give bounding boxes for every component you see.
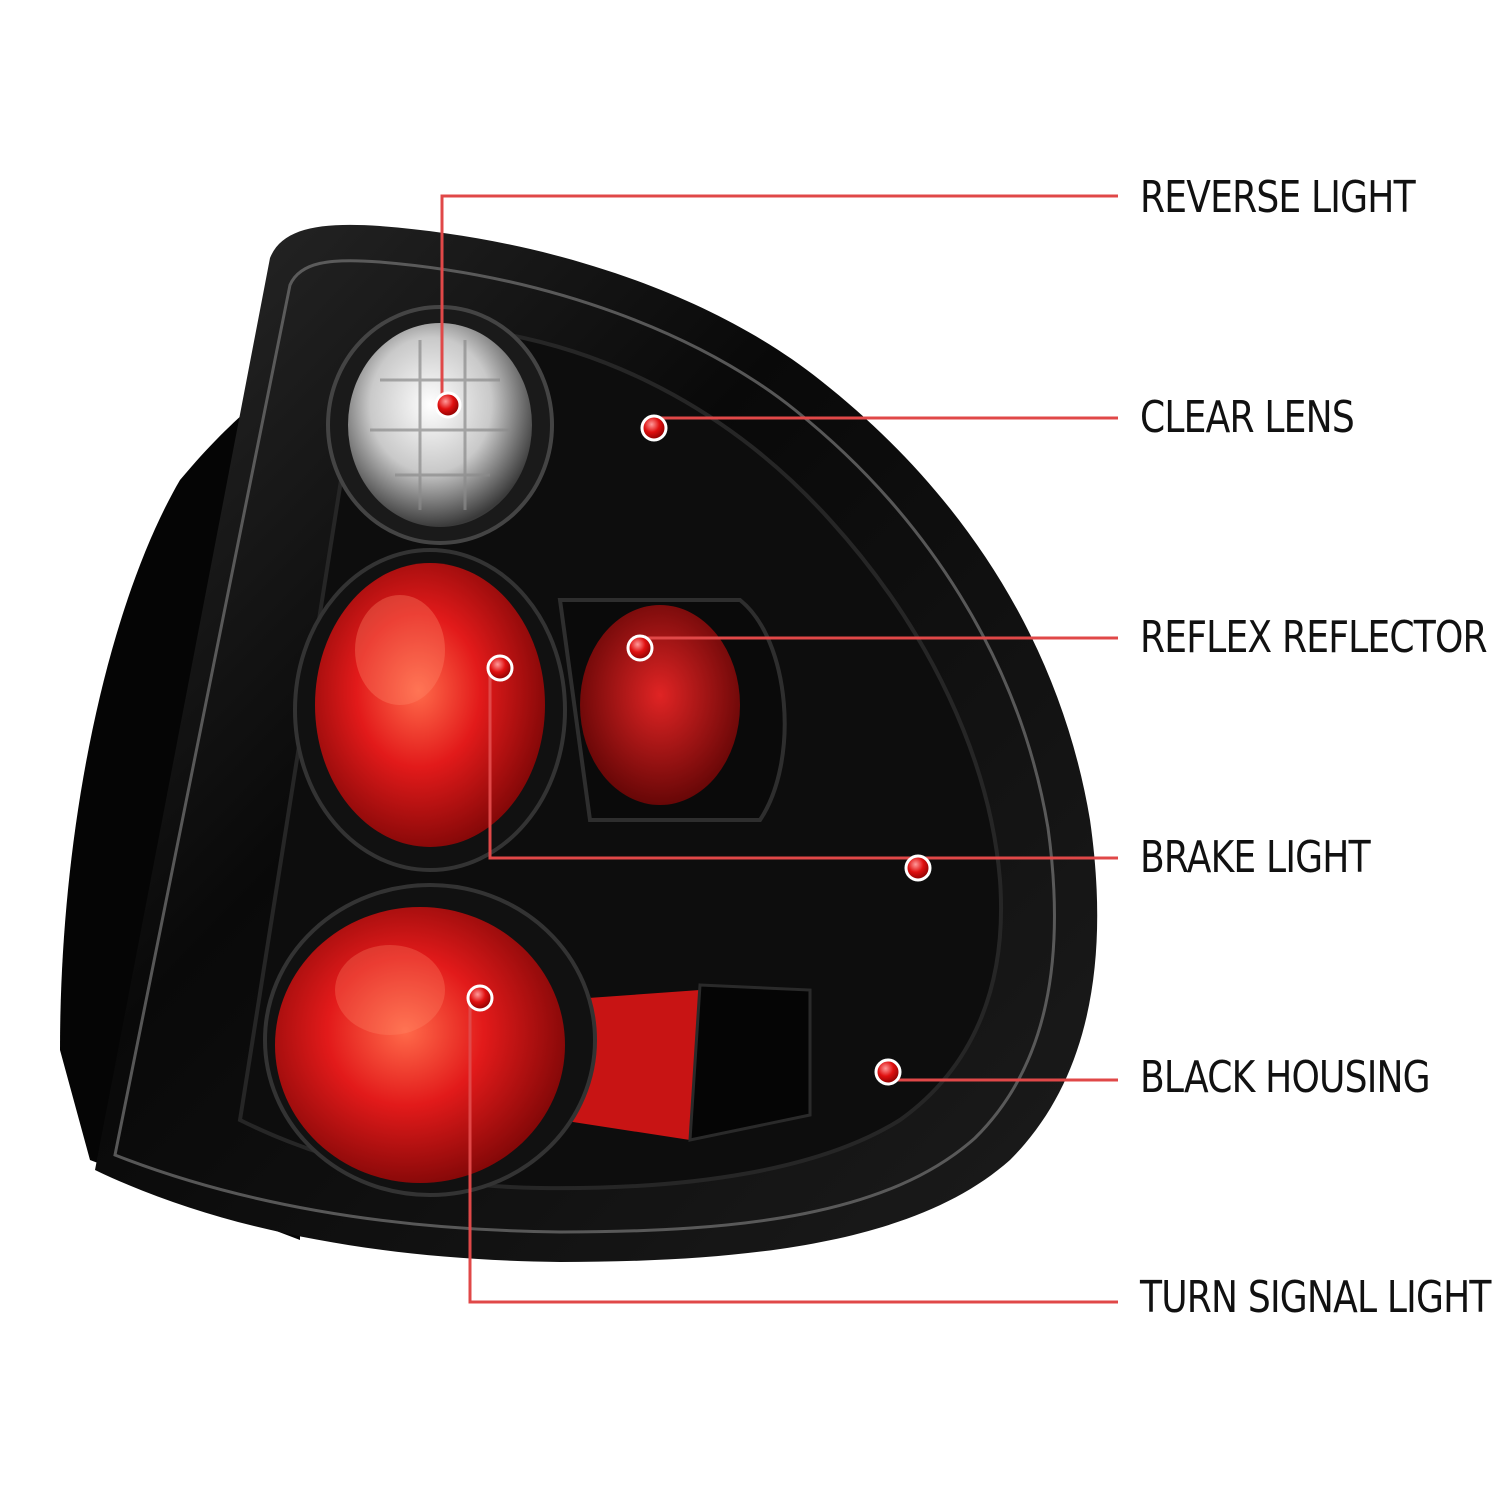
turn-signal-light-label: TURN SIGNAL LIGHT <box>1140 1272 1491 1323</box>
leader-lines <box>440 194 1118 1304</box>
clear-lens-dot <box>640 414 668 442</box>
brake-light-highlight <box>355 595 445 705</box>
turn-signal-glass <box>275 907 565 1183</box>
turn-signal-highlight <box>335 945 445 1035</box>
brake-light-dot <box>486 654 514 682</box>
reflex-reflector-lens <box>557 598 787 822</box>
reflex-reflector-label: REFLEX REFLECTOR <box>1140 612 1488 663</box>
black-housing-dot <box>874 1058 902 1086</box>
brake-light-leader <box>488 675 1118 860</box>
reverse-light-glass <box>348 323 532 527</box>
housing-inner-edge <box>113 259 1056 1234</box>
turn-signal-reflector-cone <box>560 990 713 1140</box>
reverse-light-facets <box>370 340 510 510</box>
reverse-light-label: REVERSE LIGHT <box>1140 172 1416 223</box>
brake-light-label: BRAKE LIGHT <box>1140 832 1371 883</box>
brake-light-glass <box>315 563 545 847</box>
turn-signal-lens <box>263 883 812 1197</box>
reflector-glass <box>580 605 740 805</box>
reverse-light-dot <box>434 391 462 419</box>
reverse-light-lens <box>326 305 554 545</box>
marker-dots <box>434 391 932 1086</box>
turn-signal-leader <box>468 1002 1118 1304</box>
brake-light-lens <box>293 548 567 872</box>
clear-lens-label: CLEAR LENS <box>1140 392 1355 443</box>
reflex-reflector-dot <box>626 634 654 662</box>
brake-light-dot-2 <box>904 854 932 882</box>
turn-signal-pocket <box>688 983 812 1142</box>
black-housing-label: BLACK HOUSING <box>1140 1052 1431 1103</box>
turn-signal-dot <box>466 984 494 1012</box>
reverse-light-leader <box>440 194 1118 405</box>
